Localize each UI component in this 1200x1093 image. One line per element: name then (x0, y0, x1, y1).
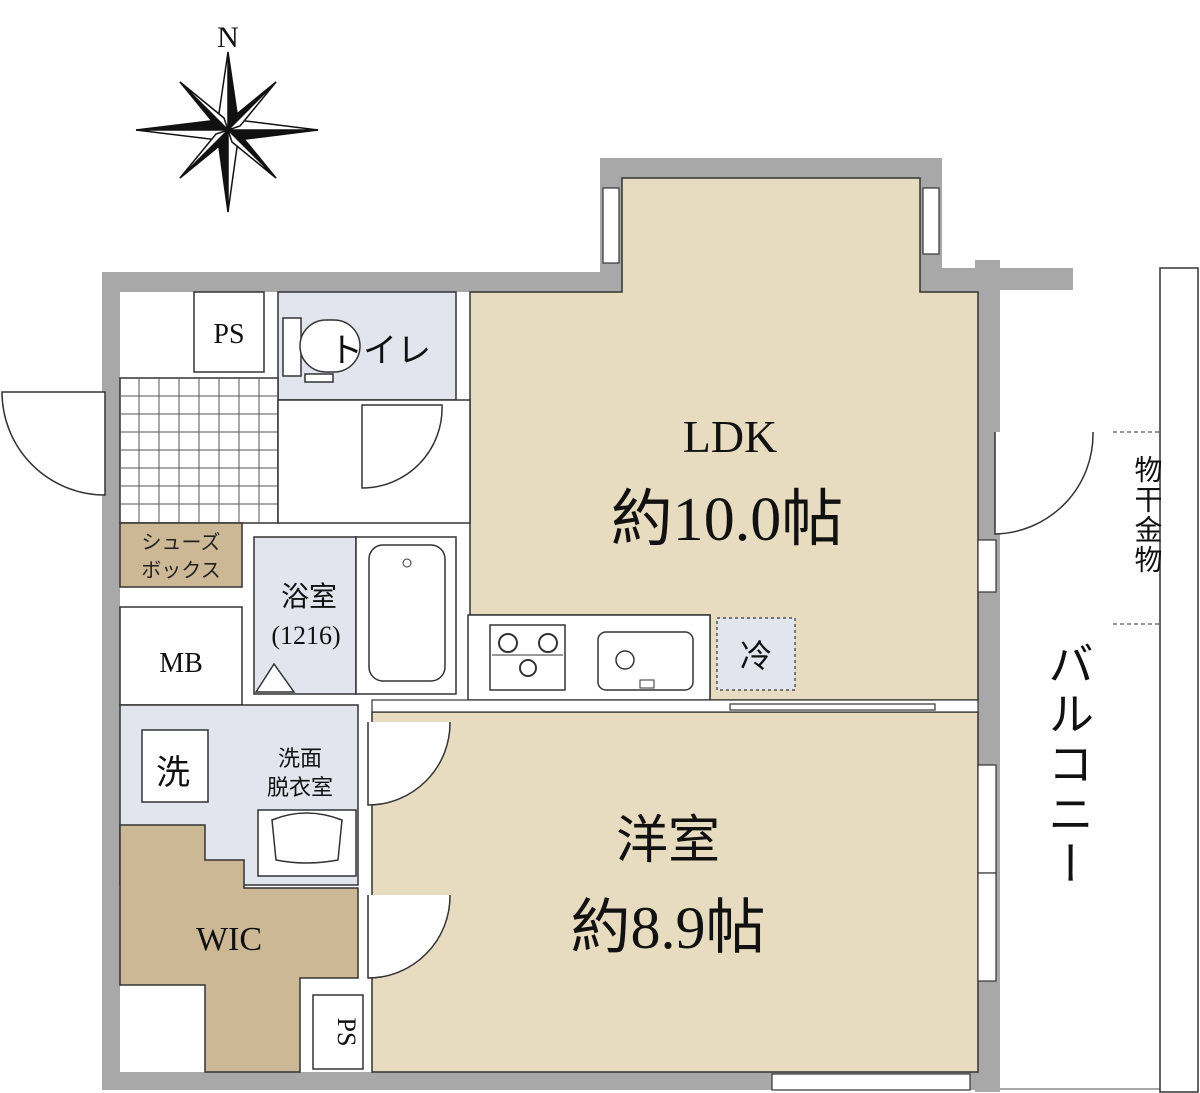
washroom-label-2: 脱衣室 (267, 775, 333, 800)
stove-icon (489, 624, 566, 691)
north-label: N (217, 21, 239, 54)
ps-top-box (193, 291, 265, 373)
wic-door-swing (367, 894, 451, 979)
drying-rack: 物干金物 (1113, 431, 1163, 625)
fridge-space (716, 617, 796, 691)
washer-label: 洗 (156, 754, 190, 792)
washbasin-icon (257, 809, 357, 877)
bath-size: (1216) (271, 621, 340, 650)
western-room-floor (371, 711, 979, 1073)
washer-space (141, 729, 209, 803)
shoe-box-label-1: シューズ (142, 530, 221, 554)
compass: N (135, 21, 319, 213)
wic-floor (119, 824, 359, 1073)
bath-label: 浴室 (281, 581, 337, 613)
western-room-label: 洋室 (616, 813, 720, 870)
walls (102, 158, 1199, 1093)
toilet-label: トイレ (329, 331, 431, 371)
balcony-label: バルコニー (1041, 640, 1095, 890)
western-room-size: 約8.9帖 (571, 895, 766, 961)
ldk-label: LDK (683, 411, 778, 462)
ldk-door-swing (994, 431, 1094, 535)
mb-box (119, 606, 243, 706)
toilet-door-swing (361, 404, 443, 489)
drying-rack-label: 物干金物 (1131, 455, 1163, 575)
ldk-size: 約10.0帖 (611, 486, 844, 554)
entry-tile-floor (119, 377, 279, 524)
ps-bottom-label: PS (332, 1018, 361, 1047)
bath-door-icon (254, 662, 296, 693)
sink-icon (597, 631, 694, 691)
ps-bottom-box (312, 994, 364, 1070)
toilet-icon (282, 317, 361, 383)
compass-rose-icon (135, 51, 319, 213)
windows (602, 187, 997, 1091)
shoe-box (119, 522, 243, 588)
washroom-door-swing (367, 721, 451, 806)
fridge-label: 冷 (740, 638, 772, 674)
washroom-label-1: 洗面 (278, 746, 322, 771)
bathtub-icon (368, 544, 446, 682)
shoe-box-label-2: ボックス (141, 558, 220, 582)
wic-label: WIC (196, 921, 262, 958)
front-door-swing (1, 391, 106, 496)
ps-top-label: PS (213, 319, 244, 350)
mb-label: MB (159, 648, 203, 679)
